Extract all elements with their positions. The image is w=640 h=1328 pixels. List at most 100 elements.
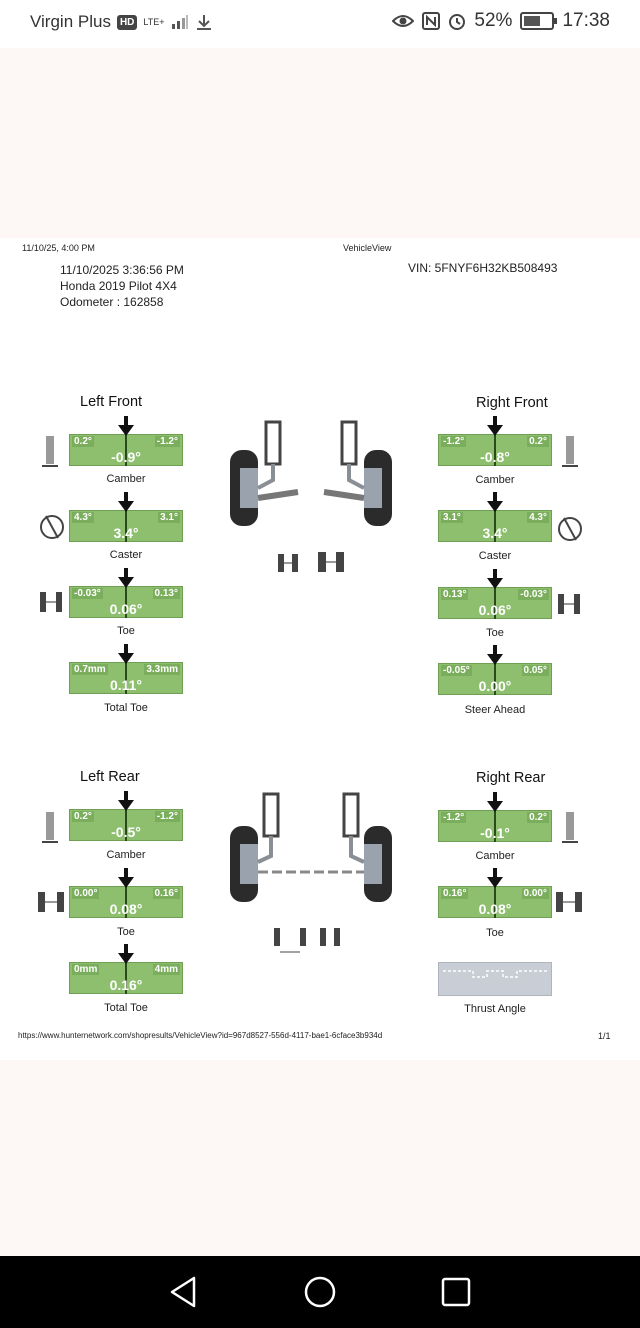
measured-value: 3.4° — [113, 525, 139, 541]
down-arrow-icon — [487, 569, 503, 589]
min-value: 4.3° — [72, 512, 94, 523]
toe-diagram-icon — [558, 594, 580, 614]
right-front-camber-label: Camber — [475, 474, 515, 486]
left-front-total-toe-gauge: 0.7mm 3.3mm 0.11° — [69, 644, 183, 694]
page-number: 1/1 — [598, 1031, 611, 1041]
min-value: -1.2° — [441, 812, 467, 823]
max-value: 0.00° — [521, 888, 549, 899]
document-page: 11/10/25, 4:00 PM VehicleView 11/10/2025… — [0, 238, 640, 1060]
max-value: 3.3mm — [144, 664, 180, 675]
left-rear-camber-gauge: 0.2° -1.2° -0.5° — [69, 791, 183, 841]
down-arrow-icon — [487, 868, 503, 888]
caster-diagram-icon — [40, 515, 64, 539]
max-value: 4mm — [152, 964, 180, 975]
gauge-center-tick — [125, 886, 127, 918]
left-front-caster-gauge: 4.3° 3.1° 3.4° — [69, 492, 183, 542]
gauge-center-tick — [494, 663, 496, 695]
front-suspension-illustration — [230, 420, 392, 526]
down-arrow-icon — [487, 645, 503, 665]
max-value: 0.16° — [152, 888, 180, 899]
front-axle-mini-icon — [278, 552, 344, 572]
thrust-angle-gauge — [438, 962, 552, 996]
gauge-center-tick — [125, 962, 127, 994]
gauge-center-tick — [494, 434, 496, 466]
left-front-caster-label: Caster — [109, 549, 143, 561]
left-rear-total-toe-label: Total Toe — [104, 1002, 148, 1014]
rear-suspension-illustration — [230, 792, 392, 902]
status-bar: Virgin Plus HD LTE+ 52% 17:38 — [0, 0, 640, 48]
right-rear-toe-gauge: 0.16° 0.00° 0.08° — [438, 868, 552, 918]
right-front-toe-gauge: 0.13° -0.03° 0.06° — [438, 569, 552, 619]
down-arrow-icon — [118, 791, 134, 811]
right-front-caster-gauge: 3.1° 4.3° 3.4° — [438, 492, 552, 542]
odometer: Odometer : 162858 — [60, 295, 164, 309]
right-rear-toe-label: Toe — [486, 927, 504, 939]
down-arrow-icon — [118, 644, 134, 664]
right-front-steer-ahead-gauge: -0.05° 0.05° 0.00° — [438, 645, 552, 695]
down-arrow-icon — [118, 868, 134, 888]
min-value: 0.2° — [72, 436, 94, 447]
gauge-center-tick — [125, 510, 127, 542]
camber-diagram-icon — [562, 436, 578, 467]
camber-diagram-icon — [562, 812, 578, 843]
camber-diagram-icon — [42, 436, 58, 467]
left-front-total-toe-label: Total Toe — [104, 702, 148, 714]
measured-value: -0.5° — [111, 824, 141, 840]
max-value: 0.05° — [521, 665, 549, 676]
measured-value: 3.4° — [482, 525, 508, 541]
max-value: -1.2° — [154, 811, 180, 822]
min-value: 0.13° — [441, 589, 469, 600]
max-value: 4.3° — [527, 512, 549, 523]
right-front-toe-label: Toe — [486, 627, 504, 639]
gauge-center-tick — [494, 587, 496, 619]
right-front-caster-label: Caster — [478, 550, 512, 562]
down-arrow-icon — [118, 492, 134, 512]
alarm-icon — [449, 14, 466, 30]
left-rear-total-toe-gauge: 0mm 4mm 0.16° — [69, 944, 183, 994]
toe-diagram-icon — [40, 592, 62, 612]
min-value: 0.16° — [441, 888, 469, 899]
measured-value: -0.1° — [480, 825, 510, 841]
max-value: 3.1° — [158, 512, 180, 523]
battery-percent: 52% — [474, 10, 513, 31]
right-rear-title: Right Rear — [476, 770, 546, 786]
gauge-center-tick — [494, 810, 496, 842]
left-front-camber-label: Camber — [106, 473, 146, 485]
down-arrow-icon — [487, 492, 503, 512]
measured-value: 0.16° — [109, 977, 143, 993]
gauge-center-tick — [125, 809, 127, 841]
thrust-angle-marker — [443, 970, 547, 978]
right-rear-camber-label: Camber — [475, 850, 515, 862]
clock: 17:38 — [562, 10, 610, 31]
measured-value: 0.11° — [109, 677, 143, 693]
print-timestamp: 11/10/25, 4:00 PM — [22, 243, 95, 253]
nfc-icon — [422, 12, 441, 30]
min-value: 0.00° — [72, 888, 100, 899]
measured-value: 0.06° — [478, 602, 512, 618]
down-arrow-icon — [487, 416, 503, 436]
toe-diagram-icon — [556, 892, 582, 912]
min-value: 0.2° — [72, 811, 94, 822]
report-datetime: 11/10/2025 3:36:56 PM — [60, 263, 184, 277]
page-title: VehicleView — [343, 243, 392, 253]
down-arrow-icon — [118, 416, 134, 436]
min-value: -1.2° — [441, 436, 467, 447]
signal-icon — [171, 15, 188, 29]
gauge-center-tick — [494, 510, 496, 542]
left-rear-title: Left Rear — [80, 769, 140, 785]
left-rear-toe-label: Toe — [117, 926, 135, 938]
max-value: 0.13° — [152, 588, 180, 599]
hd-badge: HD — [116, 14, 138, 30]
measured-value: -0.9° — [111, 449, 141, 465]
back-icon[interactable] — [166, 1274, 202, 1310]
gauge-center-tick — [125, 662, 127, 694]
recents-icon[interactable] — [438, 1274, 474, 1310]
carrier-name: Virgin Plus — [30, 12, 111, 31]
measured-value: 0.08° — [478, 901, 512, 917]
min-value: 0mm — [72, 964, 100, 975]
eye-icon — [392, 15, 415, 27]
home-icon[interactable] — [302, 1274, 338, 1310]
thrust-angle-label: Thrust Angle — [464, 1003, 526, 1015]
vehicle-name: Honda 2019 Pilot 4X4 — [60, 279, 177, 293]
left-rear-camber-label: Camber — [106, 849, 146, 861]
